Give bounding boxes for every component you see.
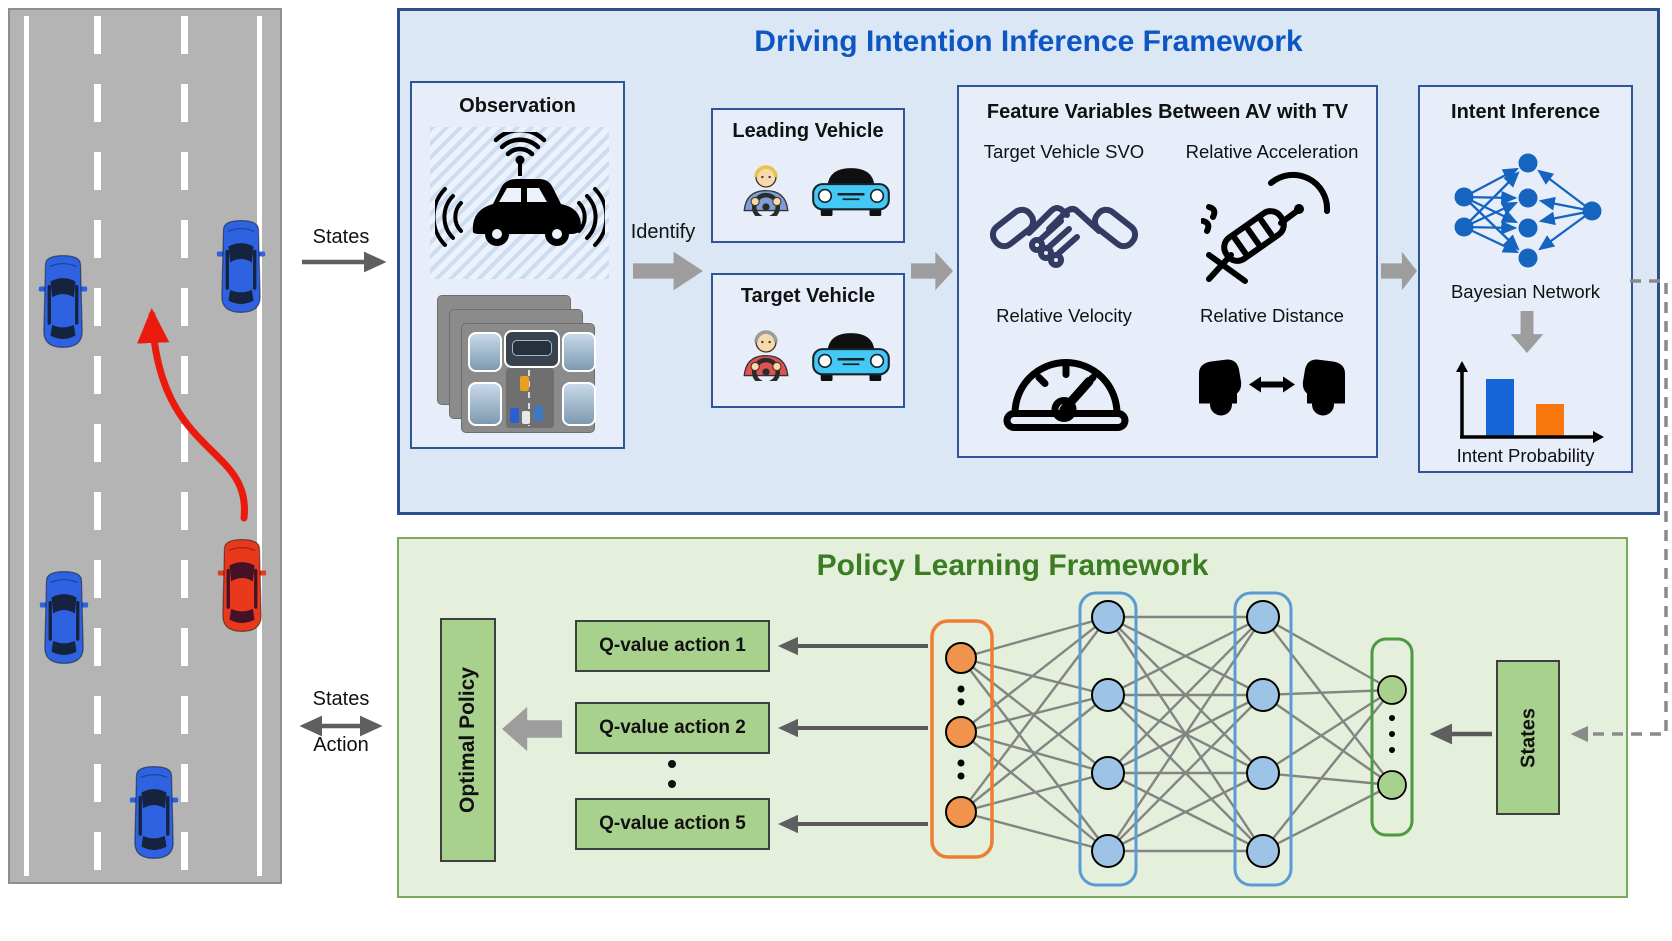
lane-marking-right <box>181 16 188 876</box>
identify-arrow-icon <box>633 251 703 291</box>
intent-inference-box: Intent Inference Bayesian Network <box>1418 85 1633 473</box>
mirror-view-thumb <box>562 382 596 426</box>
features-arrow-icon <box>911 251 953 291</box>
bayesian-network-label: Bayesian Network <box>1450 281 1601 302</box>
mini-car <box>510 408 519 423</box>
intent-inference-title: Intent Inference <box>1451 101 1600 123</box>
policy-framework-title: Policy Learning Framework <box>816 549 1209 582</box>
observation-sensor-panel <box>430 127 609 279</box>
down-arrow-icon <box>1510 311 1544 353</box>
birdview-road <box>506 368 554 428</box>
target-vehicle-title: Target Vehicle <box>740 285 876 307</box>
mini-car <box>522 411 530 424</box>
camera-views-stack <box>437 295 605 435</box>
mirror-view-thumb <box>562 332 596 372</box>
q-value-ellipsis-dot <box>668 760 676 768</box>
target-vehicle-box: Target Vehicle <box>711 273 905 408</box>
handshake-icon <box>989 205 1139 268</box>
states-box: States <box>1496 660 1560 815</box>
car-distance-icon <box>1199 359 1345 416</box>
hidden-layer-1-outline <box>1078 591 1138 887</box>
blue-car-bottom <box>129 750 179 875</box>
q-value-action-5-box: Q-value action 5 <box>575 798 770 850</box>
leading-vehicle-title: Leading Vehicle <box>732 120 884 142</box>
speedometer-icon <box>1003 359 1129 431</box>
mirror-view-thumb <box>468 332 502 372</box>
feature-label-svo: Target Vehicle SVO <box>983 141 1145 162</box>
target-car-icon <box>809 327 893 383</box>
q-value-action-1-box: Q-value action 1 <box>575 620 770 672</box>
identify-label: Identify <box>630 221 696 243</box>
lane-marking-left <box>94 16 101 876</box>
camera-card-front <box>461 323 596 433</box>
intent-arrow-icon <box>1381 251 1417 291</box>
road-scene <box>8 8 282 884</box>
action-bottom-label: Action <box>313 734 369 756</box>
feature-label-acceleration: Relative Acceleration <box>1185 141 1359 162</box>
inference-framework: Driving Intention Inference Framework Ob… <box>397 8 1660 515</box>
mini-car <box>534 406 543 421</box>
road-edge-line-right <box>257 16 262 876</box>
bayesian-network-icon <box>1454 153 1602 268</box>
hidden-layer-2-outline <box>1233 591 1293 887</box>
pedal-gauge-icon <box>1201 171 1331 284</box>
blue-car-top-left <box>38 239 88 364</box>
output-layer-outline <box>930 619 994 859</box>
intent-probability-label: Intent Probability <box>1456 445 1595 466</box>
feature-label-distance: Relative Distance <box>1200 305 1344 326</box>
optimal-policy-box: Optimal Policy <box>440 618 496 862</box>
target-driver-icon <box>737 323 795 381</box>
feature-variables-title: Feature Variables Between AV with TV <box>986 101 1349 123</box>
leading-car-icon <box>809 162 893 218</box>
intent-probability-chart <box>1456 361 1604 443</box>
feature-label-velocity: Relative Velocity <box>996 305 1132 326</box>
leading-driver-icon <box>737 158 795 216</box>
inference-framework-title: Driving Intention Inference Framework <box>754 25 1303 58</box>
road-edge-line-left <box>24 16 29 876</box>
input-layer-outline <box>1370 637 1414 837</box>
rearview-mirror-thumb <box>504 330 560 368</box>
mirror-view-thumb <box>468 382 502 426</box>
av-car-icon <box>435 132 605 247</box>
q-value-action-2-box: Q-value action 2 <box>575 702 770 754</box>
q-value-ellipsis-dot <box>668 780 676 788</box>
feature-variables-box: Feature Variables Between AV with TV Tar… <box>957 85 1378 458</box>
leading-vehicle-box: Leading Vehicle <box>711 108 905 243</box>
red-target-car <box>217 523 267 648</box>
mini-car <box>520 376 529 391</box>
observation-title: Observation <box>459 95 576 117</box>
blue-car-mid-left <box>39 555 89 680</box>
blue-car-top-right <box>216 204 266 329</box>
states-box-label: States <box>1516 707 1539 768</box>
q-network-diagram <box>930 591 1414 887</box>
observation-box: Observation <box>410 81 625 449</box>
states-top-label: States <box>312 226 370 248</box>
optimal-policy-label: Optimal Policy <box>456 667 479 813</box>
states-bottom-label: States <box>312 688 370 710</box>
